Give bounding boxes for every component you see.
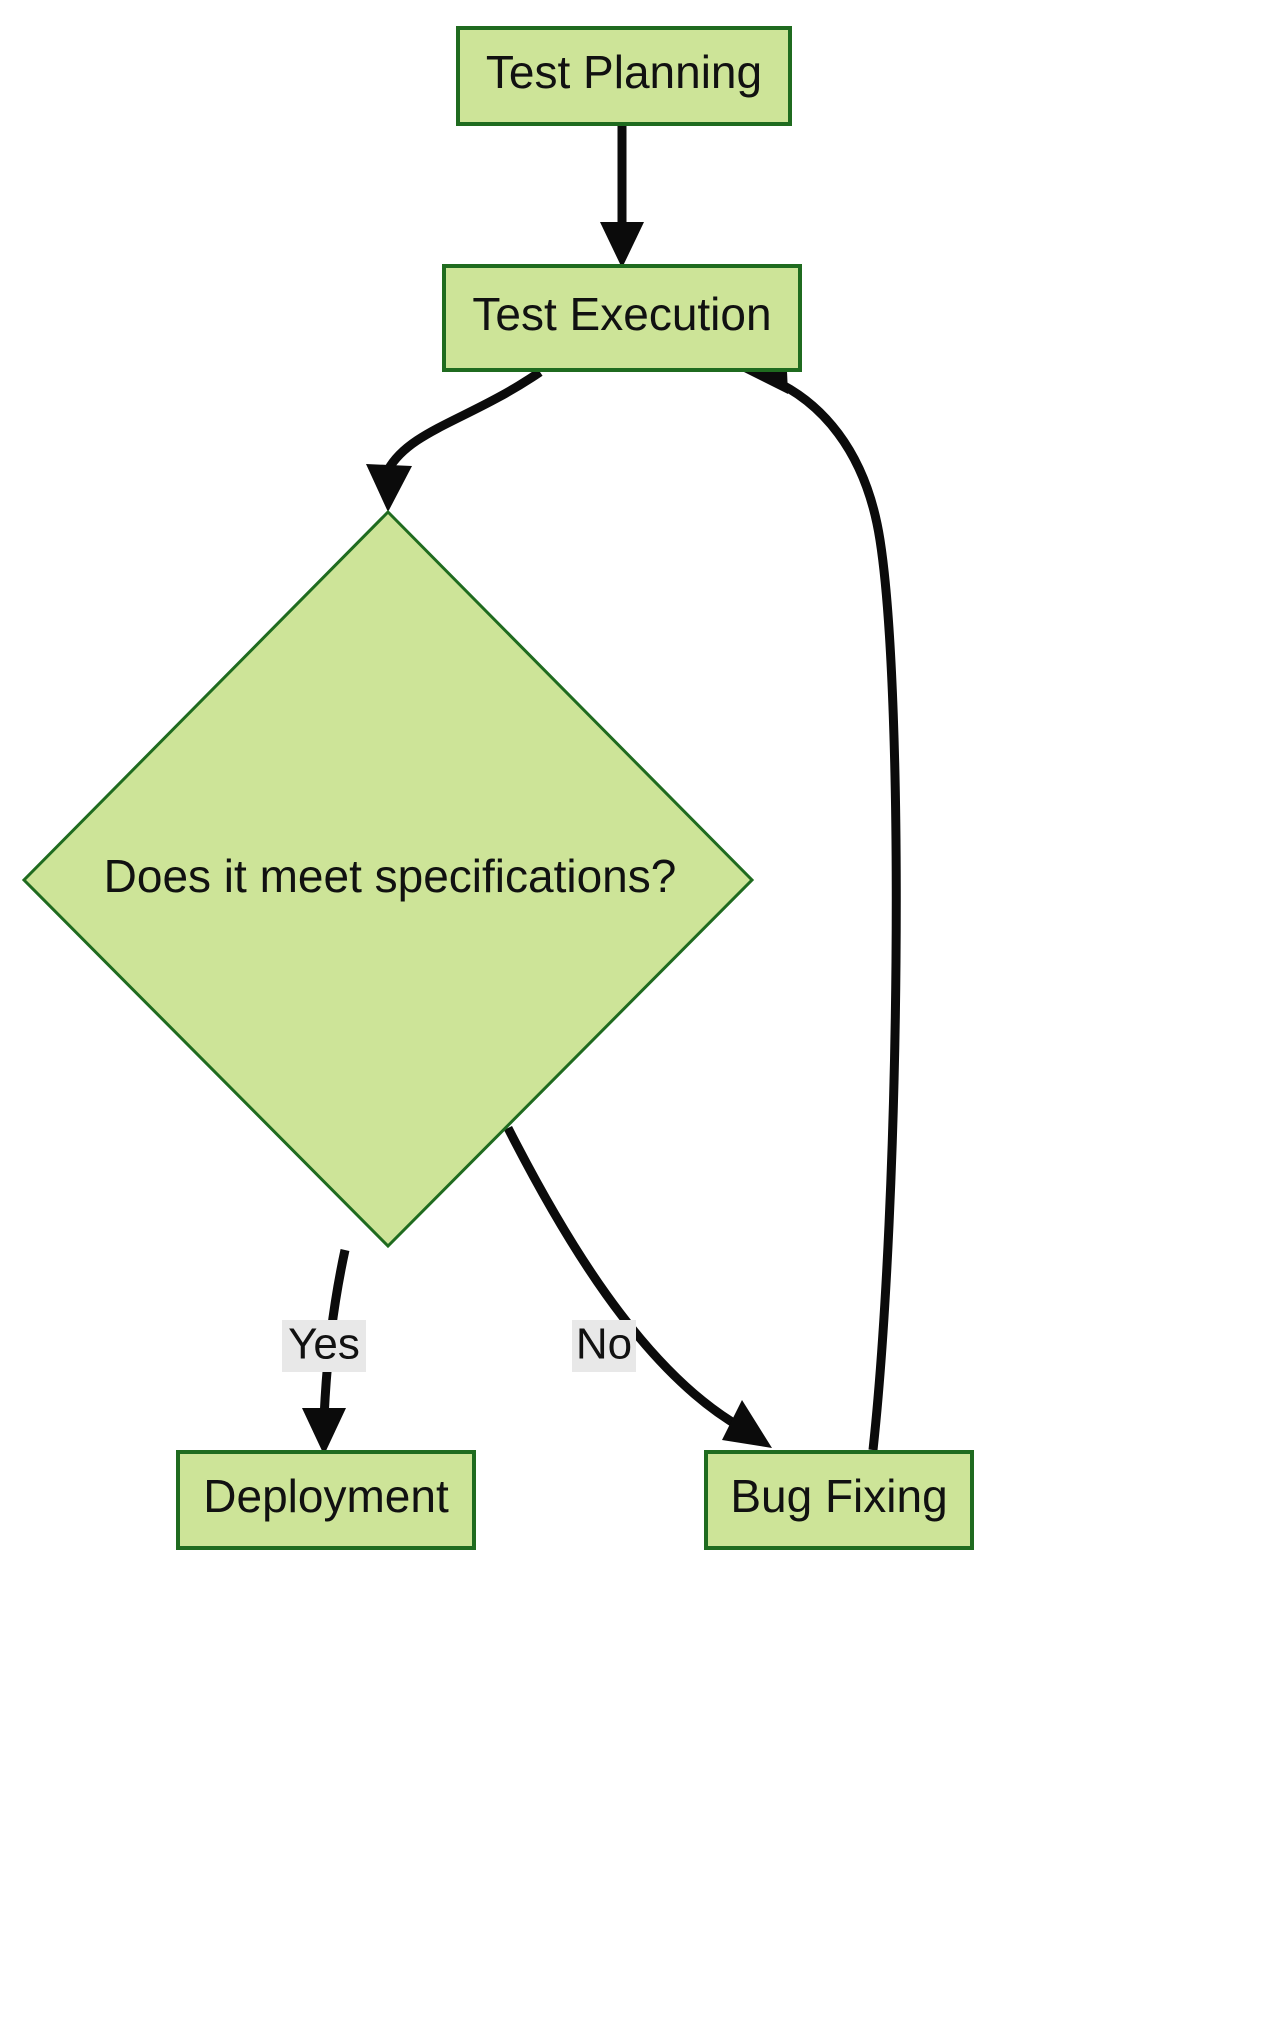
arrow-head-icon — [302, 1408, 346, 1455]
arrow-head-icon — [600, 222, 644, 268]
node-meets-spec-decision[interactable]: Does it meet specifications? — [21, 509, 755, 1249]
edge-label-no-background — [572, 1320, 636, 1372]
edge-test-planning-to-test-execution — [600, 122, 644, 268]
edge-line — [384, 368, 543, 473]
node-deployment-shape[interactable] — [176, 1450, 476, 1550]
edge-bug-fixing-to-test-execution — [740, 348, 901, 1451]
node-test-execution-shape[interactable] — [442, 264, 802, 372]
node-deployment-label: Deployment — [203, 1470, 449, 1522]
arrow-head-icon — [722, 1400, 772, 1448]
edge-label-no-text: No — [576, 1320, 632, 1369]
node-meets-spec-label: Does it meet specifications? — [104, 850, 677, 902]
edge-label-no: No — [572, 1320, 636, 1372]
node-test-execution[interactable]: Test Execution — [442, 264, 802, 372]
edge-line — [503, 1125, 745, 1432]
edge-decision-no-to-bug-fixing — [503, 1125, 772, 1448]
node-test-execution-label: Test Execution — [472, 288, 771, 340]
node-test-planning[interactable]: Test Planning — [456, 26, 792, 126]
node-test-planning-label: Test Planning — [486, 46, 762, 98]
arrow-head-icon — [366, 464, 412, 512]
node-bug-fixing[interactable]: Bug Fixing — [704, 1450, 974, 1550]
node-test-planning-shape[interactable] — [456, 26, 792, 126]
edge-label-yes-background — [282, 1320, 366, 1372]
node-meets-spec-shape[interactable] — [21, 509, 755, 1249]
node-deployment[interactable]: Deployment — [176, 1450, 476, 1550]
node-bug-fixing-shape[interactable] — [704, 1450, 974, 1550]
edge-test-execution-to-decision — [366, 368, 543, 512]
node-bug-fixing-label: Bug Fixing — [730, 1470, 947, 1522]
edge-label-yes: Yes — [282, 1320, 366, 1372]
edge-line — [766, 373, 901, 1451]
edge-label-yes-text: Yes — [288, 1320, 360, 1369]
